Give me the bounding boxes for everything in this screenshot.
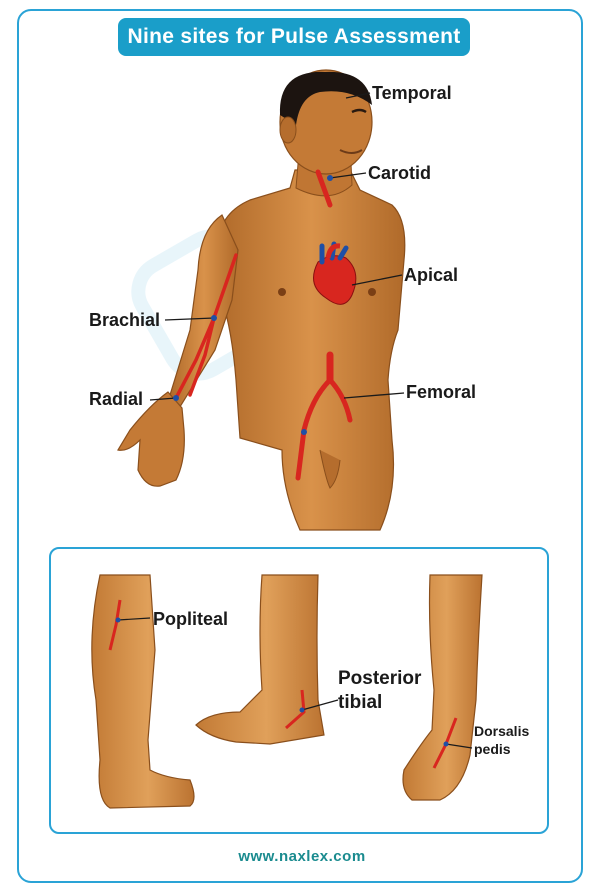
label-posterior-tibial-line2: tibial [338,692,383,713]
label-brachial: Brachial [89,310,161,330]
arm-arteries [174,253,238,400]
label-apical: Apical [404,265,459,285]
label-radial: Radial [89,389,144,409]
heart [313,241,357,305]
label-popliteal: Popliteal [153,609,229,629]
leader-lines-upper [149,92,405,401]
label-dorsalis-pedis-line2: pedis [474,741,511,757]
label-temporal: Temporal [372,83,452,103]
label-posterior-tibial-line1: Posterior [338,668,422,689]
pulse-dots-upper [173,175,333,435]
hair [279,71,372,125]
left-hand [117,391,185,487]
label-carotid: Carotid [368,163,431,183]
carotid-artery [315,169,333,208]
leg-posterior-tibial [195,574,325,745]
label-dorsalis-pedis-line1: Dorsalis [474,723,530,739]
page-title: Nine sites for Pulse Assessment [118,18,470,56]
popliteal-artery [108,599,122,651]
left-arm [169,214,239,412]
label-femoral: Femoral [406,382,477,402]
inset-box [49,547,549,834]
outer-frame [17,9,583,883]
leg-dorsalis-pedis [402,574,483,801]
footer-url[interactable]: www.naxlex.com [238,848,366,865]
torso [217,169,406,531]
posterior-tibial-artery [285,689,306,730]
ear [279,116,297,144]
leg-popliteal [91,574,195,809]
